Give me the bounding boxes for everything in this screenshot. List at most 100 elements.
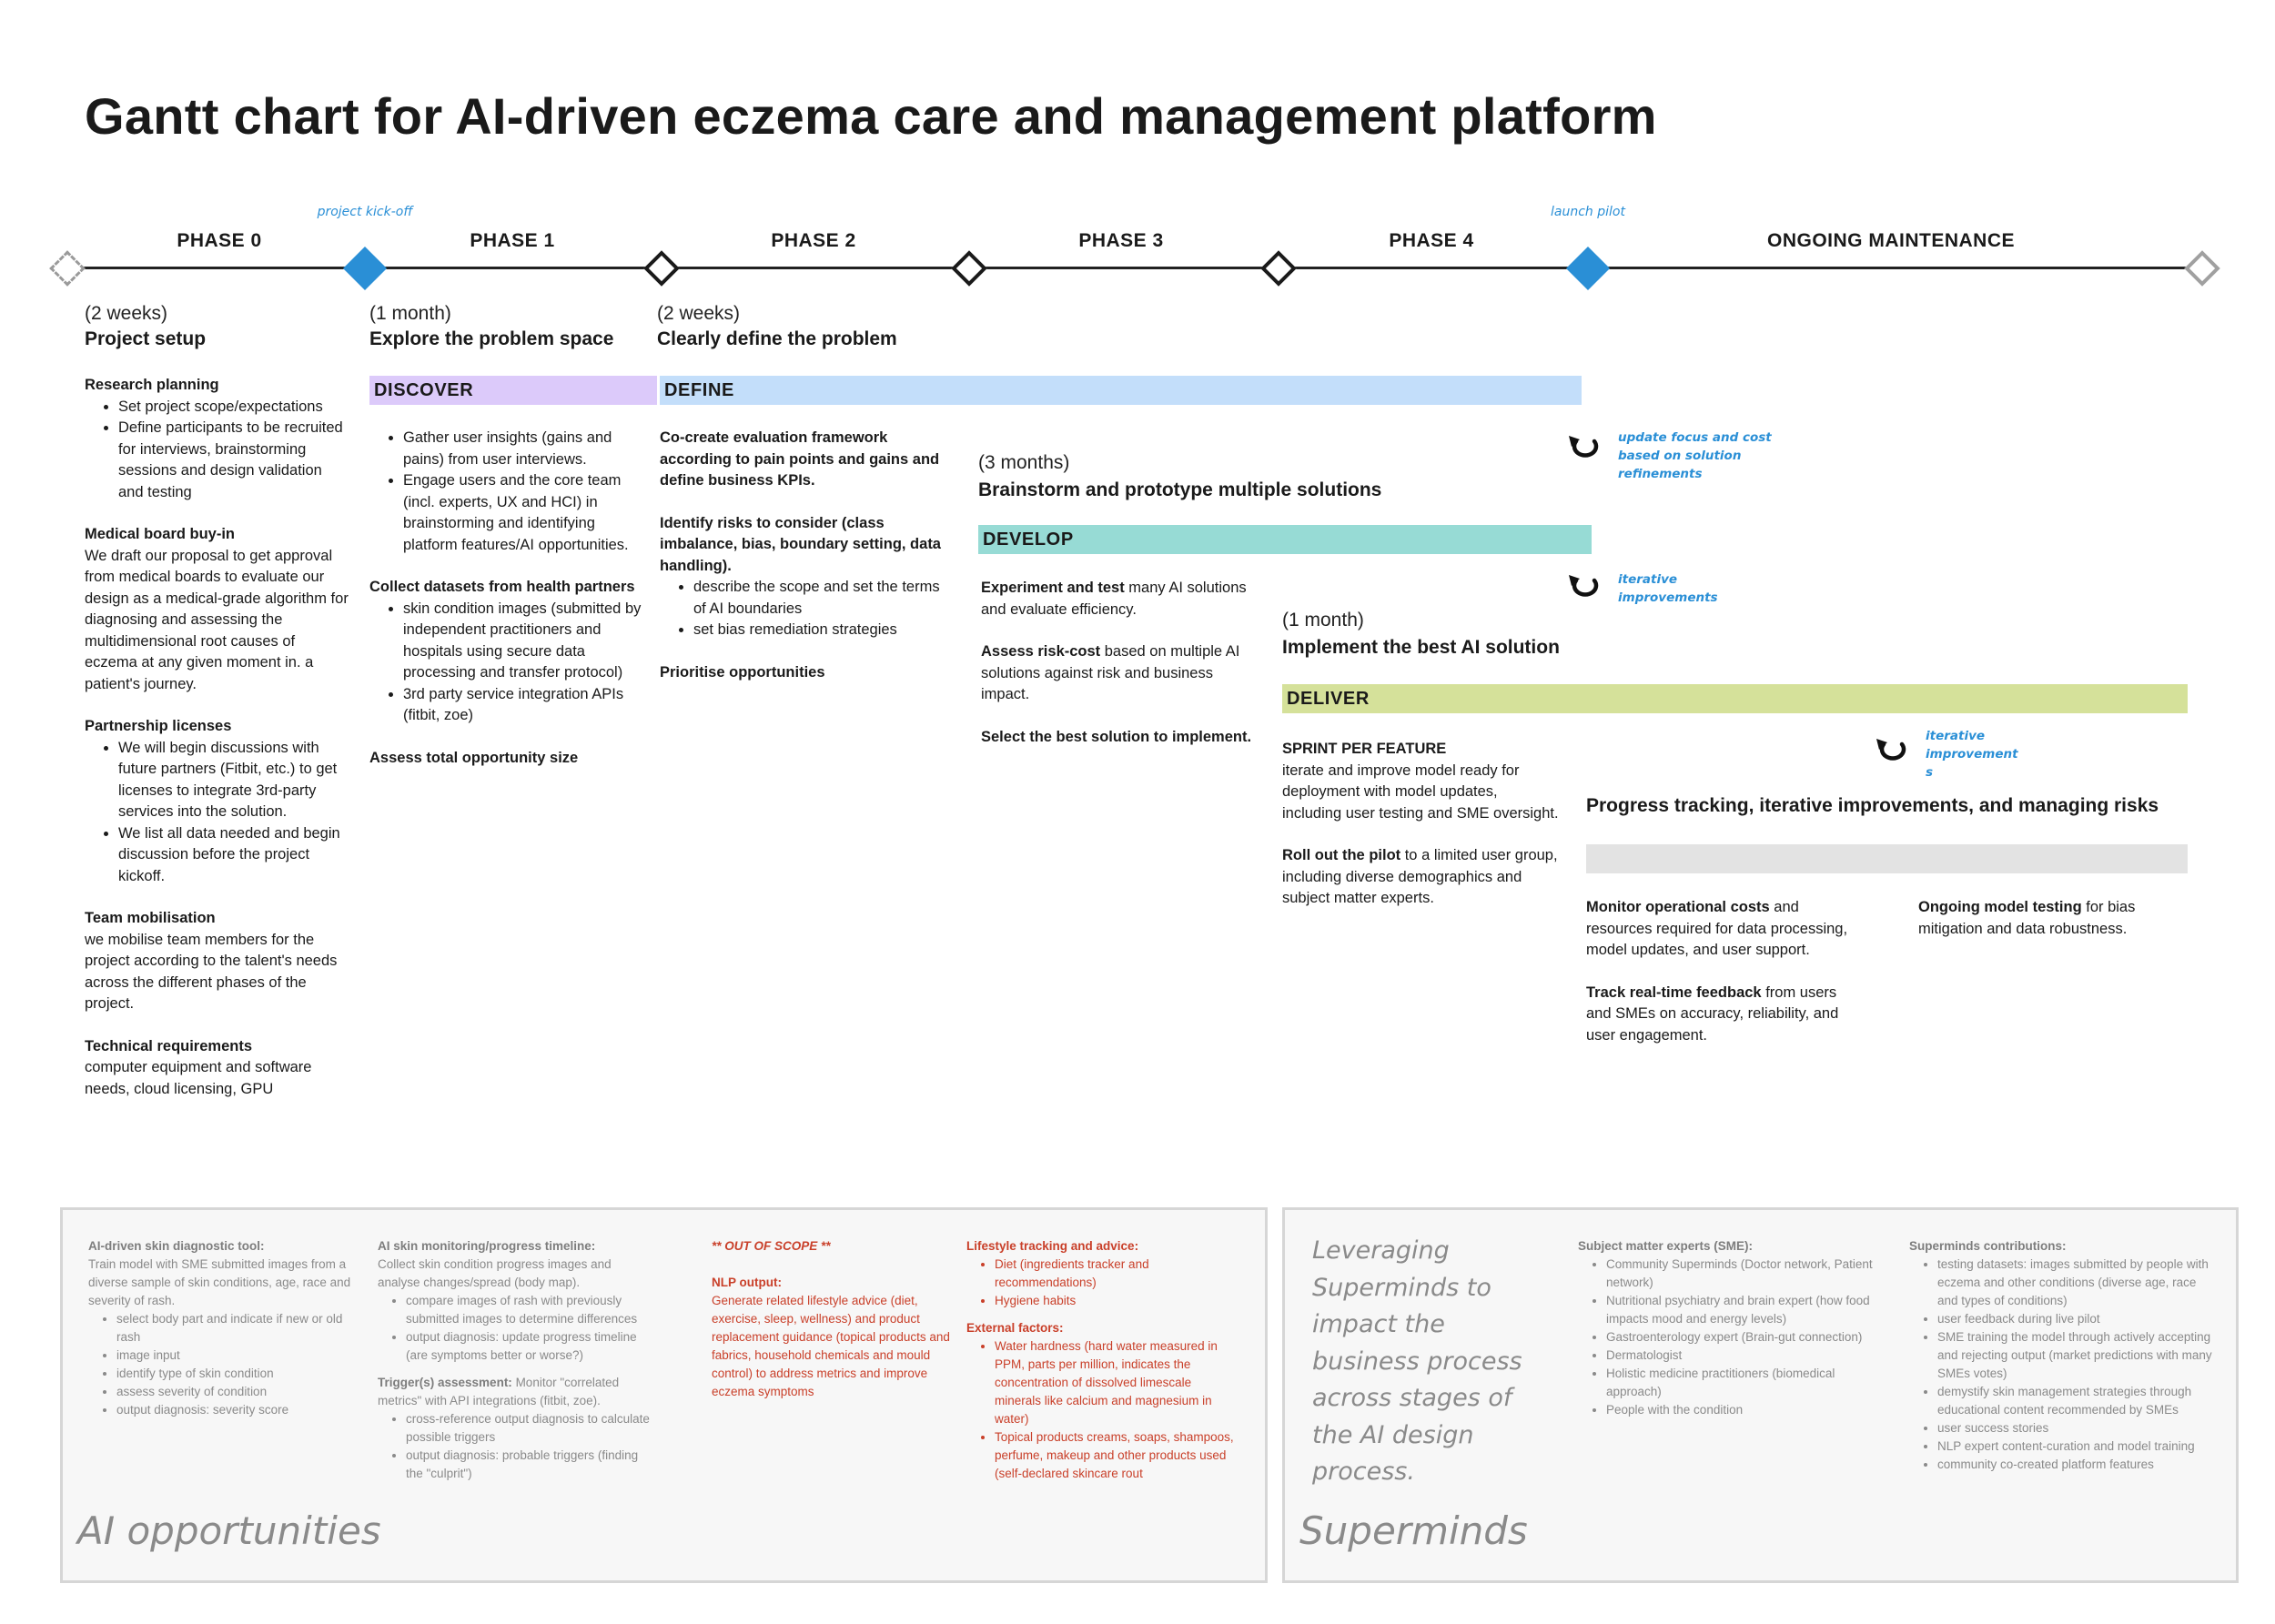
list-item: 3rd party service integration APIs (fitb… [403, 684, 642, 727]
phase1-heading: Explore the problem space [369, 328, 614, 349]
list-item: identify type of skin condition [116, 1365, 352, 1383]
tech-title: Technical requirements [85, 1037, 253, 1054]
monitor-text: and resources required for data processi… [1586, 899, 1848, 958]
list-item: output diagnosis: severity score [116, 1401, 352, 1419]
phase-label-maintenance: ONGOING MAINTENANCE [1767, 230, 2015, 251]
ai-col1-title: AI-driven skin diagnostic tool: [88, 1239, 265, 1253]
prioritise-text: Prioritise opportunities [660, 663, 825, 681]
phase3-content: Experiment and test many AI solutions an… [981, 578, 1256, 748]
track-text: from users and SMEs on accuracy, reliabi… [1586, 983, 1839, 1044]
list-item: Dermatologist [1606, 1347, 1878, 1365]
end-diamond-icon [2184, 250, 2220, 287]
lifestyle-title: Lifestyle tracking and advice: [966, 1239, 1139, 1253]
phase-label-4: PHASE 4 [1389, 230, 1474, 251]
sprint-title: SPRINT PER FEATURE [1282, 741, 1447, 757]
phase0-heading: Project setup [85, 328, 207, 349]
ai-col1-text: Train model with SME submitted images fr… [88, 1257, 351, 1307]
contrib-title: Superminds contributions: [1909, 1239, 2067, 1253]
list-item: demystify skin management strategies thr… [1937, 1383, 2219, 1419]
discover-bar: DISCOVER [369, 376, 657, 405]
loop-note-update-focus: update focus and cost based on solution … [1618, 430, 1772, 481]
loop-arrow-icon [1569, 575, 1599, 597]
assess-opportunity: Assess total opportunity size [369, 749, 579, 766]
select-solution: Select the best solution to implement. [981, 728, 1252, 745]
ai-opportunities-panel [60, 1207, 1268, 1583]
list-item: select body part and indicate if new or … [116, 1310, 352, 1347]
maintenance-heading: Progress tracking, iterative improvement… [1586, 795, 2159, 816]
phase-label-1: PHASE 1 [470, 230, 555, 251]
phase2-heading: Clearly define the problem [657, 328, 897, 349]
experiment-bold: Experiment and test [981, 580, 1125, 596]
pilot-bold: Roll out the pilot [1282, 847, 1401, 863]
experiment-text: many AI solutions and evaluate efficienc… [981, 580, 1247, 618]
develop-bar: DEVELOP [978, 525, 1592, 554]
phase-label-2: PHASE 2 [771, 230, 856, 251]
loop-note-iterative-1: iterative improvements [1618, 572, 1718, 605]
list-item: Holistic medicine practitioners (biomedi… [1606, 1365, 1878, 1401]
list-item: cross-reference output diagnosis to calc… [406, 1410, 651, 1447]
out-of-scope-label: ** OUT OF SCOPE ** [712, 1239, 831, 1253]
monitor-bold: Monitor operational costs [1586, 899, 1770, 915]
list-item: skin condition images (submitted by inde… [403, 599, 642, 684]
list-item: compare images of rash with previously s… [406, 1292, 651, 1328]
define-bar: DEFINE [660, 376, 1582, 405]
phase4-heading: Implement the best AI solution [1282, 637, 1560, 658]
maintenance-content-right: Ongoing model testing for bias mitigatio… [1918, 897, 2182, 940]
list-item: user feedback during live pilot [1937, 1310, 2219, 1328]
list-item: output diagnosis: probable triggers (fin… [406, 1447, 651, 1483]
ai-trigger-text: Monitor "correlated metrics" with API in… [378, 1376, 620, 1407]
list-item: describe the scope and set the terms of … [693, 577, 953, 620]
timeline-line [66, 267, 2196, 269]
partner-title: Partnership licenses [85, 718, 232, 734]
maintenance-content-left: Monitor operational costs and resources … [1586, 897, 1859, 1046]
start-diamond-icon [49, 250, 86, 287]
milestone-kickoff-label: project kick-off [317, 205, 413, 219]
list-item: testing datasets: images submitted by pe… [1937, 1256, 2219, 1310]
list-item: Diet (ingredients tracker and recommenda… [995, 1256, 1239, 1292]
medical-title: Medical board buy-in [85, 526, 236, 542]
milestone-diamond-icon [643, 250, 680, 287]
list-item: image input [116, 1347, 352, 1365]
list-item: Engage users and the core team (incl. ex… [403, 470, 642, 556]
milestone-launch-label: launch pilot [1551, 205, 1625, 219]
ai-col-diagnostic: AI-driven skin diagnostic tool: Train mo… [88, 1237, 352, 1419]
list-item: Topical products creams, soaps, shampoos… [995, 1428, 1239, 1483]
phase3-heading: Brainstorm and prototype multiple soluti… [978, 479, 1382, 500]
deliver-bar: DELIVER [1282, 684, 2188, 713]
list-item: Hygiene habits [995, 1292, 1239, 1310]
phase-label-3: PHASE 3 [1078, 230, 1164, 251]
superminds-panel-caption: Superminds [1299, 1508, 1528, 1553]
phase-label-0: PHASE 0 [177, 230, 262, 251]
milestone-diamond-icon [951, 250, 987, 287]
phase0-duration: (2 weeks) [85, 303, 168, 324]
superminds-col-sme: Subject matter experts (SME): Community … [1578, 1237, 1878, 1419]
testing-text: for bias mitigation and data robustness. [1918, 899, 2136, 937]
loop-note-iterative-2: iterative improvement s [1926, 729, 2018, 780]
list-item: assess severity of condition [116, 1383, 352, 1401]
nlp-title: NLP output: [712, 1276, 782, 1289]
track-bold: Track real-time feedback [1586, 983, 1762, 1001]
phase0-content: Research planning Set project scope/expe… [85, 375, 349, 1100]
list-item: Gastroenterology expert (Brain-gut conne… [1606, 1328, 1878, 1347]
list-item: community co-created platform features [1937, 1456, 2219, 1474]
research-title: Research planning [85, 377, 219, 393]
phase1-duration: (1 month) [369, 303, 451, 324]
list-item: We list all data needed and begin discus… [118, 823, 349, 888]
list-item: People with the condition [1606, 1401, 1878, 1419]
ai-col2-title: AI skin monitoring/progress timeline: [378, 1239, 596, 1253]
page-title: Gantt chart for AI-driven eczema care an… [85, 87, 1657, 145]
phase1-content: Gather user insights (gains and pains) f… [369, 428, 642, 769]
phase2-content: Co-create evaluation framework according… [660, 428, 953, 683]
phase4-content: SPRINT PER FEATURE iterate and improve m… [1282, 739, 1560, 910]
team-text: we mobilise team members for the project… [85, 931, 338, 1013]
ai-col-lifestyle: Lifestyle tracking and advice: Diet (ing… [966, 1237, 1239, 1483]
phase2-duration: (2 weeks) [657, 303, 741, 324]
list-item: NLP expert content-curation and model tr… [1937, 1437, 2219, 1456]
milestone-diamond-icon [1260, 250, 1297, 287]
loop-arrow-icon [1876, 739, 1906, 761]
risk-cost-bold: Assess risk-cost [981, 643, 1101, 660]
risk-cost-text: based on multiple AI solutions against r… [981, 643, 1240, 702]
collect-title: Collect datasets from health partners [369, 579, 635, 595]
testing-bold: Ongoing model testing [1918, 899, 2082, 915]
team-title: Team mobilisation [85, 910, 216, 926]
